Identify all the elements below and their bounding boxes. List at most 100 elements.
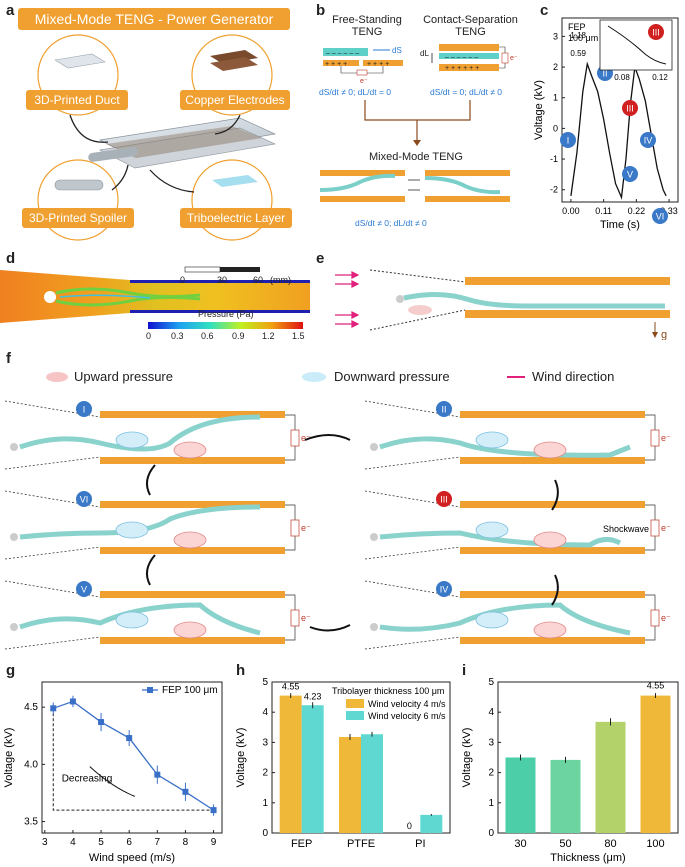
x-tick-label: FEP bbox=[291, 838, 312, 850]
x-tick-label: 5 bbox=[98, 837, 104, 848]
stage-marker-VI bbox=[652, 208, 668, 224]
legend-wind: Wind direction bbox=[532, 369, 615, 384]
x-tick-label: 9 bbox=[211, 837, 217, 848]
cycle-arrow bbox=[551, 574, 559, 606]
y-tick-label: 2 bbox=[488, 768, 494, 779]
y-tick-label: 1 bbox=[262, 798, 268, 809]
data-label: 4.55 bbox=[647, 681, 665, 691]
top-electrode bbox=[460, 591, 645, 598]
panel-f-letter: f bbox=[6, 350, 11, 367]
tribo-film bbox=[379, 530, 622, 548]
cycle-arrow bbox=[309, 624, 351, 632]
cbar-tick-4: 1.2 bbox=[262, 331, 275, 341]
panel-i-letter: i bbox=[462, 662, 467, 679]
inset-marker-label: III bbox=[652, 28, 660, 38]
y-tick-label: -1 bbox=[550, 154, 558, 164]
downward-pressure-blob bbox=[475, 431, 509, 449]
gravity-label: g bbox=[661, 329, 667, 340]
y-axis-label: Voltage (kV) bbox=[235, 728, 247, 788]
panel-g-letter: g bbox=[6, 662, 16, 679]
stage-badge bbox=[76, 581, 92, 597]
panel-b-letter: b bbox=[316, 2, 326, 19]
stage-badge bbox=[436, 401, 452, 417]
cbar-tick-0: 0 bbox=[146, 331, 152, 341]
panel-e-letter: e bbox=[316, 250, 325, 267]
ds-label: dS bbox=[392, 46, 402, 55]
bar bbox=[595, 721, 626, 833]
tribo-film bbox=[19, 414, 261, 452]
legend-swatch bbox=[346, 711, 364, 720]
scale-60: 60 bbox=[253, 275, 264, 285]
upward-pressure-blob bbox=[173, 621, 207, 639]
panel-h-letter: h bbox=[236, 662, 246, 679]
x-tick-label: 6 bbox=[126, 837, 132, 848]
label-3d-printed-spoiler: 3D-Printed Spoiler bbox=[22, 208, 134, 228]
stage-marker-III bbox=[622, 100, 638, 116]
spoiler-rod bbox=[370, 443, 378, 451]
svg-text:– – – – – –: – – – – – – bbox=[445, 54, 478, 61]
load-resistor bbox=[650, 519, 660, 537]
panel-c-letter: c bbox=[540, 2, 549, 19]
panel-a-letter: a bbox=[6, 2, 15, 19]
load-resistor bbox=[650, 609, 660, 627]
y-tick-label: 5 bbox=[262, 677, 268, 688]
inset-line bbox=[607, 25, 667, 65]
data-label: 4.23 bbox=[304, 691, 322, 701]
svg-text:– – – – – –: – – – – – – bbox=[326, 50, 359, 57]
y-tick-label: 0 bbox=[262, 828, 268, 839]
x-axis-label: Wind speed (m/s) bbox=[89, 852, 175, 864]
plot-frame bbox=[561, 17, 679, 203]
y-tick-label: 3 bbox=[553, 31, 558, 41]
legend-marker bbox=[147, 687, 153, 693]
inset-label-2: 100 μm bbox=[568, 33, 598, 43]
tribo-film bbox=[379, 436, 631, 458]
stage-badge bbox=[76, 401, 92, 417]
y-axis-label: Voltage (kV) bbox=[533, 80, 545, 140]
svg-text:+ + + +: + + + + bbox=[367, 61, 389, 68]
y-tick-label: 3 bbox=[488, 737, 494, 748]
upward-pressure-blob bbox=[173, 441, 207, 459]
downward-pressure-blob bbox=[475, 521, 509, 539]
y-tick-label: 2 bbox=[553, 62, 558, 72]
mixed-mode-title: Mixed-Mode TENG bbox=[369, 151, 463, 163]
legend-label: Wind velocity 6 m/s bbox=[368, 711, 446, 721]
stage-cell: e⁻III bbox=[364, 490, 671, 560]
x-tick-label: 4 bbox=[70, 837, 76, 848]
stage-cell: e⁻V bbox=[4, 580, 311, 650]
y-tick-label: 3 bbox=[262, 737, 268, 748]
eq1: dS/dt ≠ 0; dL/dt = 0 bbox=[319, 87, 391, 97]
stage-badge-label: VI bbox=[80, 495, 89, 505]
top-electrode bbox=[100, 591, 285, 598]
stage-marker-label: II bbox=[602, 69, 607, 79]
stage-marker-IV bbox=[640, 132, 656, 148]
stage-cell: e⁻VI bbox=[4, 490, 311, 560]
scale-30: 30 bbox=[217, 275, 228, 285]
stage-marker-label: VI bbox=[656, 212, 665, 222]
stage-cell: e⁻II bbox=[364, 400, 671, 470]
cycle-arrow bbox=[551, 479, 559, 511]
bar bbox=[420, 814, 443, 833]
y-tick-label: -2 bbox=[550, 185, 558, 195]
x-axis-label: Time (s) bbox=[600, 219, 640, 231]
x-tick-label: 50 bbox=[559, 838, 571, 850]
x-tick-label: PI bbox=[415, 838, 425, 850]
voltage-line bbox=[570, 61, 667, 200]
y-tick-label: 4.0 bbox=[24, 759, 38, 770]
upward-pressure-blob bbox=[533, 531, 567, 549]
stage-cell: e⁻I bbox=[4, 400, 311, 470]
label-copper-electrodes: Copper Electrodes bbox=[180, 90, 290, 110]
stage-badge-label: II bbox=[441, 405, 446, 415]
electron-label: e⁻ bbox=[661, 613, 671, 623]
y-axis-label: Voltage (kV) bbox=[461, 728, 473, 788]
upward-pressure-blob bbox=[173, 531, 207, 549]
bottom-electrode bbox=[460, 637, 645, 644]
inset-marker-iii bbox=[648, 24, 664, 40]
electron-label: e⁻ bbox=[661, 523, 671, 533]
stage-marker-label: V bbox=[627, 170, 633, 180]
cbar-tick-3: 0.9 bbox=[232, 331, 245, 341]
annotation-decreasing: Decreasing bbox=[62, 774, 113, 785]
cycle-arrow bbox=[304, 434, 351, 441]
